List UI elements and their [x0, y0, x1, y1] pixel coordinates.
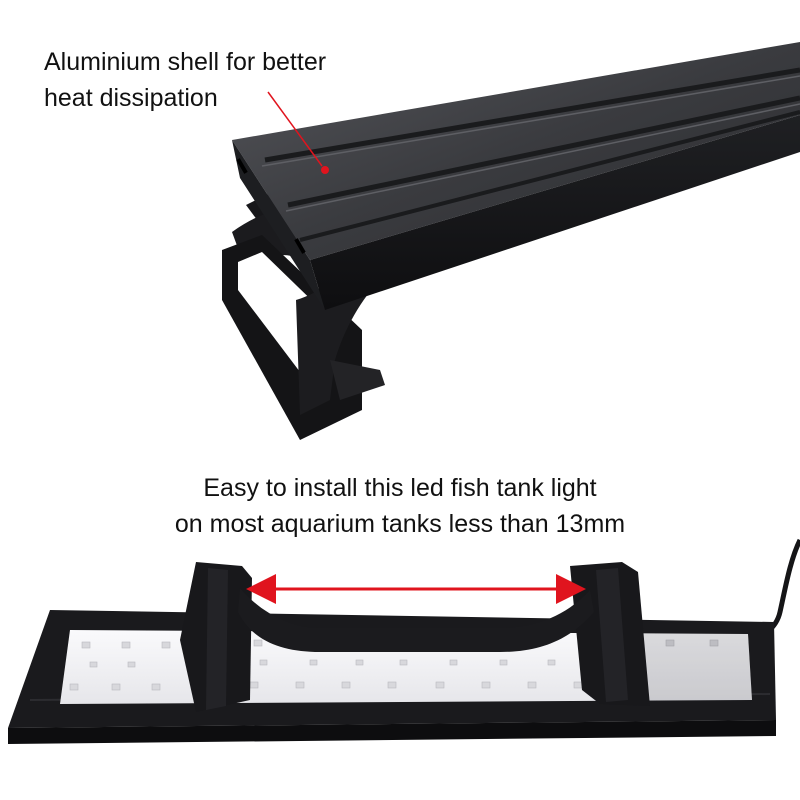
bar-top-face — [232, 42, 800, 260]
caption-mid-line2: on most aquarium tanks less than 13mm — [174, 510, 626, 538]
installation-caption: Easy to install this led fish tank light… — [0, 470, 800, 542]
led-light-panel — [8, 538, 800, 744]
caption-top-line2: heat dissipation — [44, 84, 218, 112]
caption-top-line1: Aluminium shell for better — [44, 48, 327, 76]
red-arrow-dot-icon — [321, 166, 329, 174]
aluminium-light-bar — [222, 42, 800, 440]
heat-dissipation-caption: Aluminium shell for better heat dissipat… — [44, 44, 326, 116]
bar-end-face — [232, 140, 325, 310]
caption-mid-line1: Easy to install this led fish tank light — [203, 474, 597, 502]
bar-side-face — [310, 115, 800, 310]
annotation-pointer — [267, 91, 329, 174]
